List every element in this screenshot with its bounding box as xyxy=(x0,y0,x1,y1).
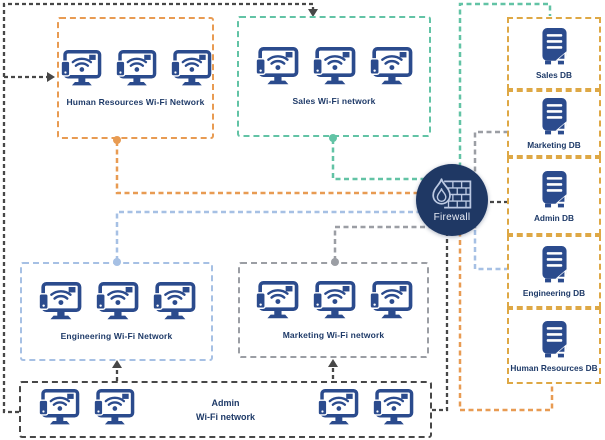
network-box-hr: Human Resources Wi-Fi Network xyxy=(57,17,214,139)
db-label-marketing: Marketing DB xyxy=(527,140,581,150)
db-label-admin: Admin DB xyxy=(533,212,575,223)
network-box-marketing: Marketing Wi-Fi network xyxy=(238,262,429,358)
arrow-into-sales xyxy=(308,9,318,17)
firewall-brick-flame-icon xyxy=(429,177,475,212)
wifi-computer-icon xyxy=(317,389,359,427)
wifi-computer-icon xyxy=(255,47,299,87)
server-icon xyxy=(539,245,570,285)
server-icon xyxy=(539,170,570,210)
db-box-hr: Human Resources DB xyxy=(507,308,601,384)
db-box-admin: Admin DB xyxy=(507,157,601,235)
server-icon xyxy=(539,27,570,67)
arrow-into-marketing xyxy=(328,359,338,367)
wifi-computer-icon xyxy=(312,47,356,87)
hr-computers xyxy=(60,50,212,88)
server-icon xyxy=(539,320,570,360)
wifi-computer-icon xyxy=(170,50,212,88)
db-label-hr: Human Resources DB xyxy=(510,362,598,373)
network-label-hr: Human Resources Wi-Fi Network xyxy=(66,96,205,107)
network-box-engineering: Engineering Wi-Fi Network xyxy=(20,262,213,361)
marketing-computers xyxy=(255,281,413,321)
network-label-sales: Sales Wi-Fi network xyxy=(292,96,376,106)
network-label-engineering: Engineering Wi-Fi Network xyxy=(60,331,173,341)
wire-admin-perimeter xyxy=(2,2,315,414)
wifi-computer-icon xyxy=(372,389,414,427)
arrow-into-hr xyxy=(47,72,55,82)
wifi-computer-icon xyxy=(369,281,413,321)
wifi-computer-icon xyxy=(369,47,413,87)
wire-hr-to-db xyxy=(115,141,554,412)
firewall-node: Firewall xyxy=(416,164,488,236)
db-box-engineering: Engineering DB xyxy=(507,235,601,308)
wire-sales-to-db xyxy=(331,2,552,181)
wifi-computer-icon xyxy=(95,282,139,322)
network-label-admin-line2: Wi-Fi network xyxy=(196,411,255,422)
network-label-admin: Admin Wi-Fi network xyxy=(162,397,290,424)
firewall-label: Firewall xyxy=(433,212,471,223)
network-box-admin: Admin Wi-Fi network xyxy=(19,381,432,438)
wifi-computer-icon xyxy=(38,282,82,322)
server-icon xyxy=(539,97,570,137)
db-label-engineering: Engineering DB xyxy=(522,288,586,298)
wifi-computer-icon xyxy=(152,282,196,322)
db-box-marketing: Marketing DB xyxy=(507,90,601,157)
network-box-sales: Sales Wi-Fi network xyxy=(237,16,431,137)
wifi-computer-icon xyxy=(60,50,102,88)
wifi-computer-icon xyxy=(115,50,157,88)
arrow-into-engineering xyxy=(112,360,122,368)
db-label-sales: Sales DB xyxy=(536,70,572,80)
sales-computers xyxy=(255,47,413,87)
db-box-sales: Sales DB xyxy=(507,17,601,90)
engineering-computers xyxy=(38,282,196,322)
network-label-admin-line1: Admin xyxy=(211,398,240,408)
wifi-computer-icon xyxy=(255,281,299,321)
wifi-computer-icon xyxy=(38,389,80,427)
network-label-marketing: Marketing Wi-Fi network xyxy=(282,329,385,340)
wifi-computer-icon xyxy=(93,389,135,427)
wifi-computer-icon xyxy=(312,281,356,321)
